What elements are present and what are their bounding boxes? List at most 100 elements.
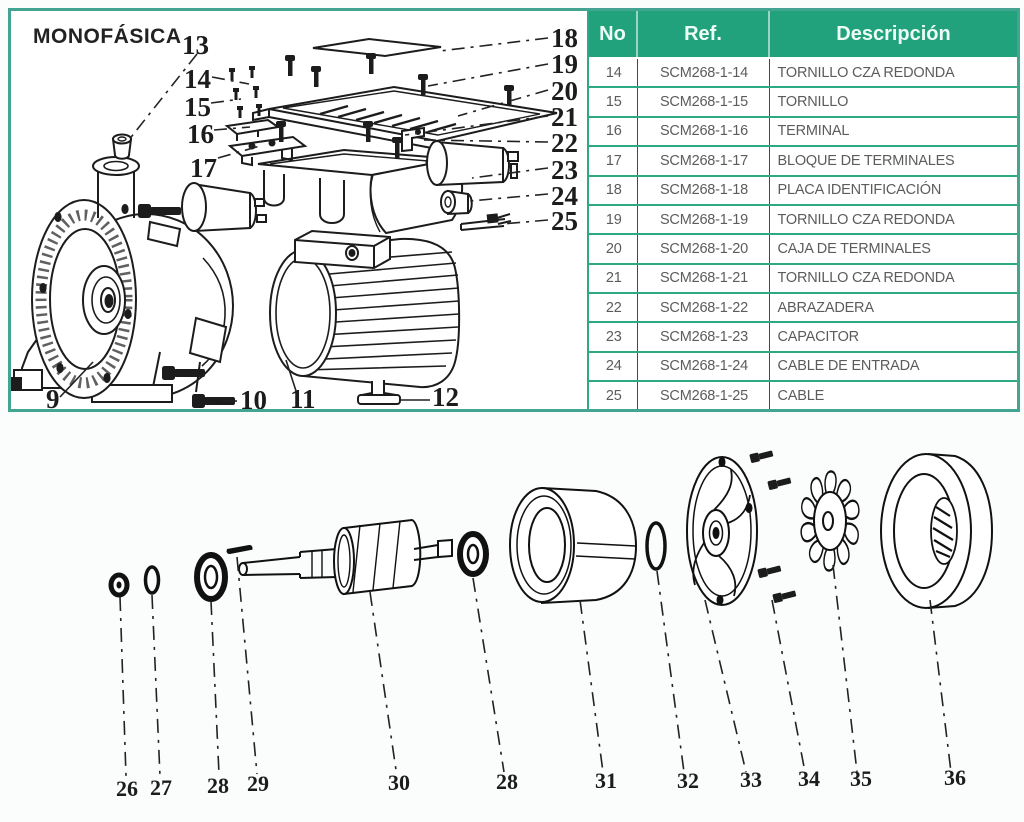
part-label-26: 26 — [116, 776, 138, 801]
motor-drawing — [269, 229, 461, 389]
part-ref-cell: SCM268-1-16 — [636, 115, 769, 147]
part-ref-cell: SCM268-1-17 — [636, 145, 769, 176]
capacitor-drawing — [426, 140, 519, 187]
part-label-11: 11 — [290, 384, 316, 409]
part-desc-cell: TORNILLO CZA REDONDA — [768, 56, 1017, 88]
terminal-strip-drawing — [224, 118, 281, 141]
leader-lines-bottom — [119, 556, 952, 777]
part-label-22: 22 — [551, 128, 578, 158]
part-label-18: 18 — [551, 23, 578, 53]
part-label-27: 27 — [150, 775, 172, 800]
part-desc-cell: CAPACITOR — [768, 321, 1017, 352]
part-ref-cell: SCM268-1-25 — [636, 380, 769, 409]
part-ref-cell: SCM268-1-22 — [636, 291, 769, 323]
part-label-23: 23 — [551, 155, 578, 185]
part-label-17: 17 — [190, 153, 217, 183]
part-desc-cell: CABLE — [768, 380, 1017, 409]
terminal-block-drawing — [227, 135, 308, 167]
part-desc-cell: TORNILLO CZA REDONDA — [768, 203, 1017, 235]
part-no-cell: 19 — [589, 203, 637, 235]
part-label-24: 24 — [551, 181, 578, 211]
part-no-cell: 20 — [589, 233, 637, 264]
stator-drawing — [509, 486, 638, 605]
part-no-cell: 16 — [589, 115, 637, 147]
part-ref-cell: SCM268-1-18 — [636, 174, 769, 205]
leader-lines-top — [127, 37, 549, 225]
part-desc-cell: CAJA DE TERMINALES — [768, 233, 1017, 264]
part-label-13: 13 — [182, 30, 209, 60]
part-label-28: 28 — [207, 773, 229, 798]
part-no-cell: 21 — [589, 262, 637, 293]
part-no-cell: 23 — [589, 321, 637, 352]
part-ref-cell: SCM268-1-24 — [636, 350, 769, 382]
part-label-30: 30 — [388, 770, 410, 795]
rotor-drawing — [238, 518, 453, 596]
part-label-20: 20 — [551, 76, 578, 106]
part-no-cell: 14 — [589, 56, 637, 88]
part-no-cell: 25 — [589, 380, 637, 409]
col-header-ref: Ref. — [636, 11, 769, 59]
part-desc-cell: TERMINAL — [768, 115, 1017, 147]
part-label-36: 36 — [944, 765, 966, 790]
part-desc-cell: PLACA IDENTIFICACIÓN — [768, 174, 1017, 205]
top-diagram: 13 14 15 16 17 18 19 20 21 22 23 24 25 9… — [11, 23, 578, 409]
part-ref-cell: SCM268-1-23 — [636, 321, 769, 352]
part-label-28b: 28 — [496, 769, 518, 794]
part-ref-cell: SCM268-1-20 — [636, 233, 769, 264]
part-labels-bottom: 26 27 28 29 30 28 31 32 33 34 35 36 — [116, 765, 966, 801]
fan-drawing — [798, 470, 862, 572]
leader-lines-solid — [59, 359, 430, 402]
part-ref-cell: SCM268-1-19 — [636, 203, 769, 235]
small-screws-drawing — [229, 66, 262, 118]
page-title: MONOFÁSICA — [33, 25, 182, 48]
part-label-31: 31 — [595, 768, 617, 793]
part-no-cell: 24 — [589, 350, 637, 382]
motor-foot-drawing — [357, 380, 401, 405]
table-header-row: No Ref. Descripción — [589, 11, 1017, 59]
part-no-cell: 17 — [589, 145, 637, 176]
part-label-33: 33 — [740, 767, 762, 792]
clamp-drawing — [401, 126, 425, 153]
part-labels-top: 13 14 15 16 17 18 19 20 21 22 23 24 25 9… — [46, 23, 578, 409]
part-ref-cell: SCM268-1-21 — [636, 262, 769, 293]
part-ref-cell: SCM268-1-14 — [636, 56, 769, 88]
part-ref-cell: SCM268-1-15 — [636, 86, 769, 117]
shaft-nut-drawing — [108, 572, 130, 598]
id-plate-drawing — [312, 37, 442, 58]
part-desc-cell: TORNILLO CZA REDONDA — [768, 262, 1017, 293]
part-desc-cell: ABRAZADERA — [768, 291, 1017, 323]
part-no-cell: 18 — [589, 174, 637, 205]
bearing-rear-drawing — [457, 531, 489, 577]
col-header-no: No — [589, 11, 637, 59]
part-label-25: 25 — [551, 206, 578, 236]
part-label-21: 21 — [551, 102, 578, 132]
part-label-9: 9 — [46, 384, 60, 409]
part-no-cell: 22 — [589, 291, 637, 323]
washer-drawing — [143, 565, 161, 595]
cable-drawing — [460, 213, 512, 231]
part-label-29: 29 — [247, 771, 269, 796]
key-pin-drawing — [226, 544, 253, 555]
part-label-19: 19 — [551, 49, 578, 79]
part-desc-cell: TORNILLO — [768, 86, 1017, 117]
part-label-10: 10 — [240, 385, 267, 409]
oring-drawing — [645, 521, 667, 571]
plug-drawing — [111, 133, 133, 160]
pump-casing-drawing — [11, 156, 234, 403]
part-no-cell: 15 — [589, 86, 637, 117]
part-label-16: 16 — [187, 119, 214, 149]
part-label-35: 35 — [850, 766, 872, 791]
bottom-diagram: 26 27 28 29 30 28 31 32 33 34 35 36 — [108, 448, 994, 801]
end-shield-drawing — [686, 456, 758, 606]
col-header-desc: Descripción — [768, 11, 1017, 59]
